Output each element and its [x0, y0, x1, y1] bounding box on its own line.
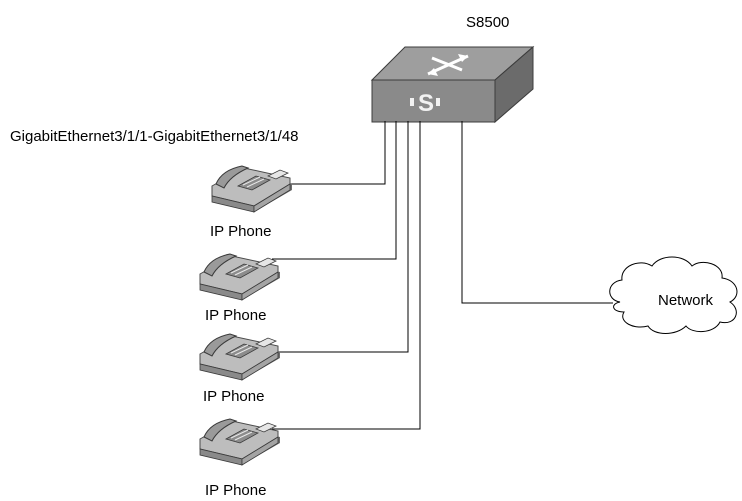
link-phone-1 [272, 121, 386, 185]
ip-phone-3: IP Phone [199, 333, 281, 405]
network-cloud: Network [609, 256, 738, 334]
links [272, 121, 613, 430]
link-phone-2 [272, 121, 397, 260]
cloud-icon [609, 256, 738, 334]
link-phone-3 [272, 121, 409, 353]
port-range-label: GigabitEthernet3/1/1-GigabitEthernet3/1/… [10, 128, 299, 145]
network-label: Network [658, 292, 714, 309]
ip-phone-2: IP Phone [199, 253, 281, 324]
link-phone-4 [272, 121, 421, 430]
ip-phone-label: IP Phone [203, 388, 264, 405]
switch-name: S8500 [466, 14, 509, 31]
ip-phone-label: IP Phone [205, 307, 266, 324]
ip-phone-label: IP Phone [205, 482, 266, 499]
ip-phone-icon [199, 333, 281, 381]
switch-device: S8500 S [370, 14, 535, 124]
ip-phone-icon [199, 253, 281, 301]
ip-phone-icon [199, 418, 281, 466]
ip-phone-1: IP Phone [210, 165, 293, 240]
ip-phone-4: IP Phone [199, 418, 281, 499]
link-network [461, 121, 613, 304]
s-switch-icon: S [370, 45, 535, 124]
ip-phone-icon [211, 165, 293, 213]
ip-phone-label: IP Phone [210, 223, 271, 240]
svg-text:S: S [418, 90, 434, 117]
